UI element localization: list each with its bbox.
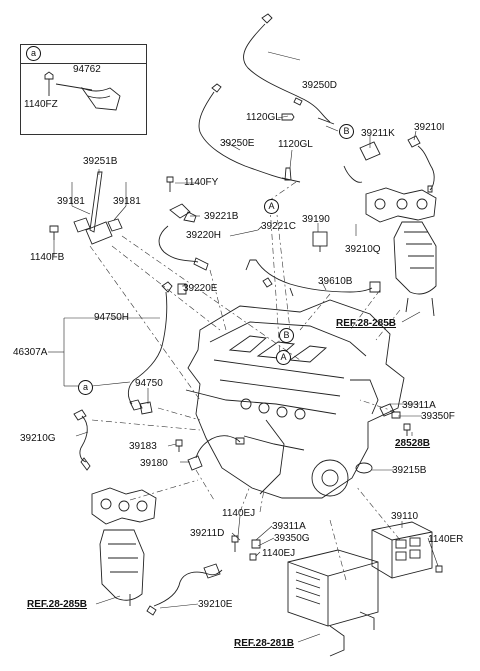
label-94750: 94750 xyxy=(135,378,163,389)
callout-a-engine: A xyxy=(276,350,291,365)
label-39210q: 39210Q xyxy=(345,244,381,255)
engine-block-drawing xyxy=(185,299,405,499)
sensor-39210g-drawing xyxy=(73,409,91,471)
label-94762: 94762 xyxy=(73,64,101,75)
label-39221b: 39221B xyxy=(204,211,239,222)
detail-inset xyxy=(20,44,147,135)
sensor-39180-drawing xyxy=(187,435,245,471)
label-1140ej-b: 1140EJ xyxy=(262,548,296,559)
ref-28-285b-right[interactable]: REF.28-285B xyxy=(336,318,397,329)
leader-lines xyxy=(48,51,439,609)
label-39210i: 39210I xyxy=(414,122,445,133)
callout-a-top: A xyxy=(264,199,279,214)
ecu-39110-drawing xyxy=(371,521,443,579)
label-39181-right: 39181 xyxy=(113,196,141,207)
callout-a-left: a xyxy=(78,380,93,395)
sensor-39211k-drawing xyxy=(343,135,435,193)
exhaust-manifold-left xyxy=(91,487,157,606)
sensor-39311a-drawing xyxy=(379,403,411,436)
ref-28-285b-left[interactable]: REF.28-285B xyxy=(27,599,88,610)
sensor-39220h-drawing xyxy=(158,203,209,295)
label-1140ej-a: 1140EJ xyxy=(222,508,256,519)
bolt-1120gl-a xyxy=(281,113,295,121)
callout-b-engine: B xyxy=(279,328,294,343)
label-39250e: 39250E xyxy=(220,138,255,149)
sensor-39250d-drawing xyxy=(243,13,335,125)
inset-marker-a: a xyxy=(26,46,41,61)
label-39220e: 39220E xyxy=(183,283,218,294)
label-39210e: 39210E xyxy=(198,599,233,610)
harness-39610b-drawing xyxy=(245,259,381,297)
inset-header xyxy=(21,45,146,64)
label-39215b: 39215B xyxy=(392,465,427,476)
label-94750h: 94750H xyxy=(94,312,130,323)
callout-b-top: B xyxy=(339,124,354,139)
air-cleaner-drawing xyxy=(287,549,379,657)
label-1140fz: 1140FZ xyxy=(24,99,58,110)
label-39311a-right: 39311A xyxy=(402,400,436,411)
label-39110: 39110 xyxy=(391,511,419,522)
label-39180: 39180 xyxy=(140,458,168,469)
label-1120gl-a: 1120GL xyxy=(246,112,281,123)
label-46307a: 46307A xyxy=(13,347,48,358)
bolt-1120gl-b xyxy=(284,167,292,181)
label-39251b: 39251B xyxy=(83,156,118,167)
label-39211d: 39211D xyxy=(190,528,225,539)
ref-28-281b[interactable]: REF.28-281B xyxy=(234,638,295,649)
label-39350g: 39350G xyxy=(274,533,310,544)
label-39350f: 39350F xyxy=(421,411,455,422)
label-39183: 39183 xyxy=(129,441,157,452)
seal-39215b xyxy=(355,462,373,474)
label-1140er: 1140ER xyxy=(428,534,464,545)
sensor-39211d-drawing xyxy=(231,535,261,561)
label-39221c: 39221C xyxy=(261,221,297,232)
label-39190: 39190 xyxy=(302,214,330,225)
label-39211k: 39211K xyxy=(361,128,395,139)
dashed-guides xyxy=(89,181,401,581)
sensor-39250e-drawing xyxy=(198,83,301,183)
bolt-1140fy xyxy=(166,176,174,192)
label-39250d: 39250D xyxy=(302,80,338,91)
label-39220h: 39220H xyxy=(186,230,222,241)
label-1140fy: 1140FY xyxy=(184,177,219,188)
relay-39190-drawing xyxy=(312,231,328,252)
label-1140fb: 1140FB xyxy=(30,252,65,263)
exhaust-manifold-right xyxy=(365,187,437,317)
sensor-94750h-drawing xyxy=(127,281,173,415)
label-39181-left: 39181 xyxy=(57,196,85,207)
bolt-39183 xyxy=(175,439,183,452)
inset-bracket-drawing xyxy=(44,71,121,111)
ref-28528b[interactable]: 28528B xyxy=(395,438,431,449)
label-39610b: 39610B xyxy=(318,276,353,287)
label-39210g: 39210G xyxy=(20,433,56,444)
label-39311a-bottom: 39311A xyxy=(272,521,306,532)
label-1120gl-b: 1120GL xyxy=(278,139,313,150)
sensor-39210e-drawing xyxy=(146,563,223,616)
knock-sensor-39181-drawing xyxy=(49,171,123,245)
